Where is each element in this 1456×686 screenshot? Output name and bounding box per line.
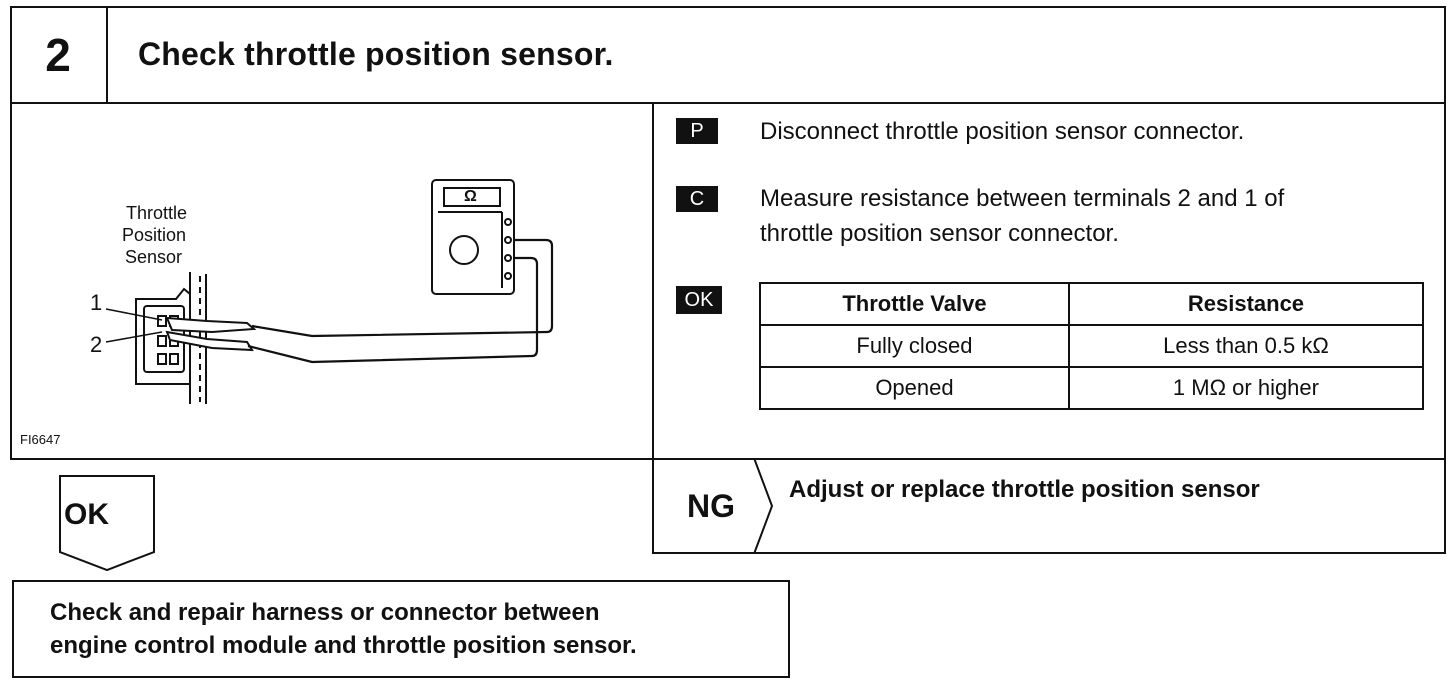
ok-spec-badge: OK <box>676 286 722 314</box>
table-cell: Less than 0.5 kΩ <box>1067 324 1425 368</box>
test-leads <box>247 238 554 364</box>
step-body <box>10 102 1446 460</box>
next-step-line2: engine control module and throttle posit… <box>50 632 637 659</box>
sensor-label-line1: Throttle <box>126 203 188 223</box>
next-step-line1: Check and repair harness or connector be… <box>50 599 600 626</box>
ng-chevron <box>753 458 774 554</box>
sensor-label-line2: Position <box>122 225 187 245</box>
terminal-1-label: 1 <box>90 290 103 315</box>
step-number: 2 <box>45 29 71 81</box>
terminal-2-label: 2 <box>90 332 103 357</box>
table-cell: Opened <box>759 366 1070 410</box>
wiring-diagram: Throttle Position Sensor 1 2 Ω <box>12 104 652 458</box>
figure-id: FI6647 <box>20 432 61 447</box>
table-cell: Fully closed <box>759 324 1070 368</box>
ng-action: Adjust or replace throttle position sens… <box>789 476 1260 503</box>
table-header-row: Throttle Valve Resistance <box>759 282 1425 326</box>
terminal-leaders <box>105 308 163 343</box>
column-divider <box>652 102 654 554</box>
header-resistance: Resistance <box>1067 282 1425 326</box>
sensor-label-line3: Sensor <box>125 247 183 267</box>
ok-label: OK <box>64 498 109 531</box>
ng-branch-box <box>652 458 1446 554</box>
resistance-spec-table: Throttle Valve Resistance Fully closed L… <box>759 282 1425 410</box>
step-number-cell <box>10 6 108 104</box>
table-row: Fully closed Less than 0.5 kΩ <box>759 324 1425 368</box>
check-instruction-line1: Measure resistance between terminals 2 a… <box>760 185 1285 212</box>
diagram-illustration <box>105 179 554 404</box>
header-throttle-valve: Throttle Valve <box>759 282 1070 326</box>
check-badge: C <box>676 186 718 212</box>
step-title: Check throttle position sensor. <box>138 36 614 72</box>
ok-arrow-shape <box>59 475 155 572</box>
ng-label: NG <box>687 488 735 524</box>
prep-instruction: Disconnect throttle position sensor conn… <box>760 118 1245 145</box>
ohm-symbol: Ω <box>464 188 477 205</box>
table-row: Opened 1 MΩ or higher <box>759 366 1425 410</box>
prep-badge: P <box>676 118 718 144</box>
next-step-box <box>12 580 790 678</box>
test-probes <box>165 316 257 352</box>
table-cell: 1 MΩ or higher <box>1067 366 1425 410</box>
ohmmeter <box>431 179 515 295</box>
check-instruction-line2: throttle position sensor connector. <box>760 220 1119 247</box>
